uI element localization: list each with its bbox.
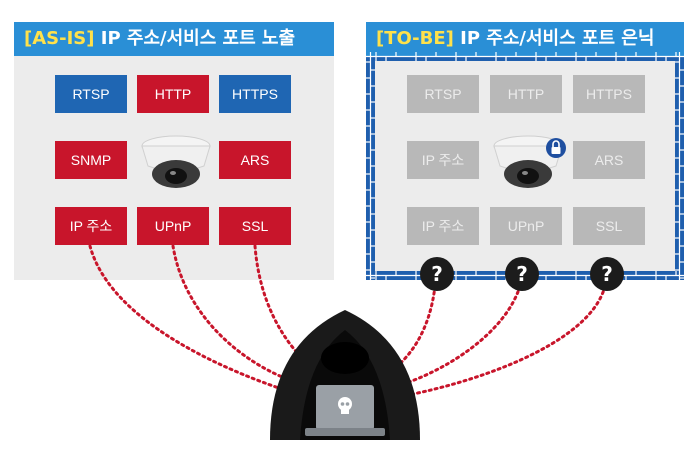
as-is-title: [AS-IS] IP 주소/서비스 포트 노출 — [14, 22, 334, 56]
exposed-rtsp-box: RTSP — [55, 75, 127, 113]
exposed-http-box: HTTP — [137, 75, 209, 113]
attack-line-upnp — [171, 244, 307, 387]
attack-line-ssl — [253, 244, 317, 372]
exposed-upnp-box: UPnP — [137, 207, 209, 245]
to-be-title-text: IP 주소/서비스 포트 은닉 — [453, 28, 655, 49]
lock-icon — [546, 138, 566, 158]
hidden-ssl-box: SSL — [573, 207, 645, 245]
hidden-rtsp-box: RTSP — [407, 75, 479, 113]
attack-line-q3 — [390, 284, 607, 400]
exposed-ssl-box: SSL — [219, 207, 291, 245]
as-is-tag: [AS-IS] — [24, 28, 95, 49]
exposed-ars-box: ARS — [219, 141, 291, 179]
question-mark-icon: ? — [590, 257, 624, 291]
hidden-ip-box-2: IP 주소 — [407, 207, 479, 245]
exposed-https-box: HTTPS — [219, 75, 291, 113]
as-is-title-text: IP 주소/서비스 포트 노출 — [94, 28, 296, 49]
question-mark-icon: ? — [505, 257, 539, 291]
camera-icon — [493, 135, 563, 188]
exposed-snmp-box: SNMP — [55, 141, 127, 179]
attack-line-q2 — [388, 284, 522, 390]
exposed-ip-box: IP 주소 — [55, 207, 127, 245]
camera-icon — [141, 135, 211, 188]
skull-icon — [338, 397, 352, 414]
hidden-ars-box: ARS — [573, 141, 645, 179]
hidden-https-box: HTTPS — [573, 75, 645, 113]
attack-line-ip — [88, 244, 302, 397]
hidden-ip-box: IP 주소 — [407, 141, 479, 179]
question-mark-icon: ? — [420, 257, 454, 291]
hacker-icon — [270, 310, 420, 440]
hidden-upnp-box: UPnP — [490, 207, 562, 245]
to-be-tag: [TO-BE] — [376, 28, 454, 49]
hidden-http-box: HTTP — [490, 75, 562, 113]
to-be-title: [TO-BE] IP 주소/서비스 포트 은닉 — [366, 22, 684, 56]
